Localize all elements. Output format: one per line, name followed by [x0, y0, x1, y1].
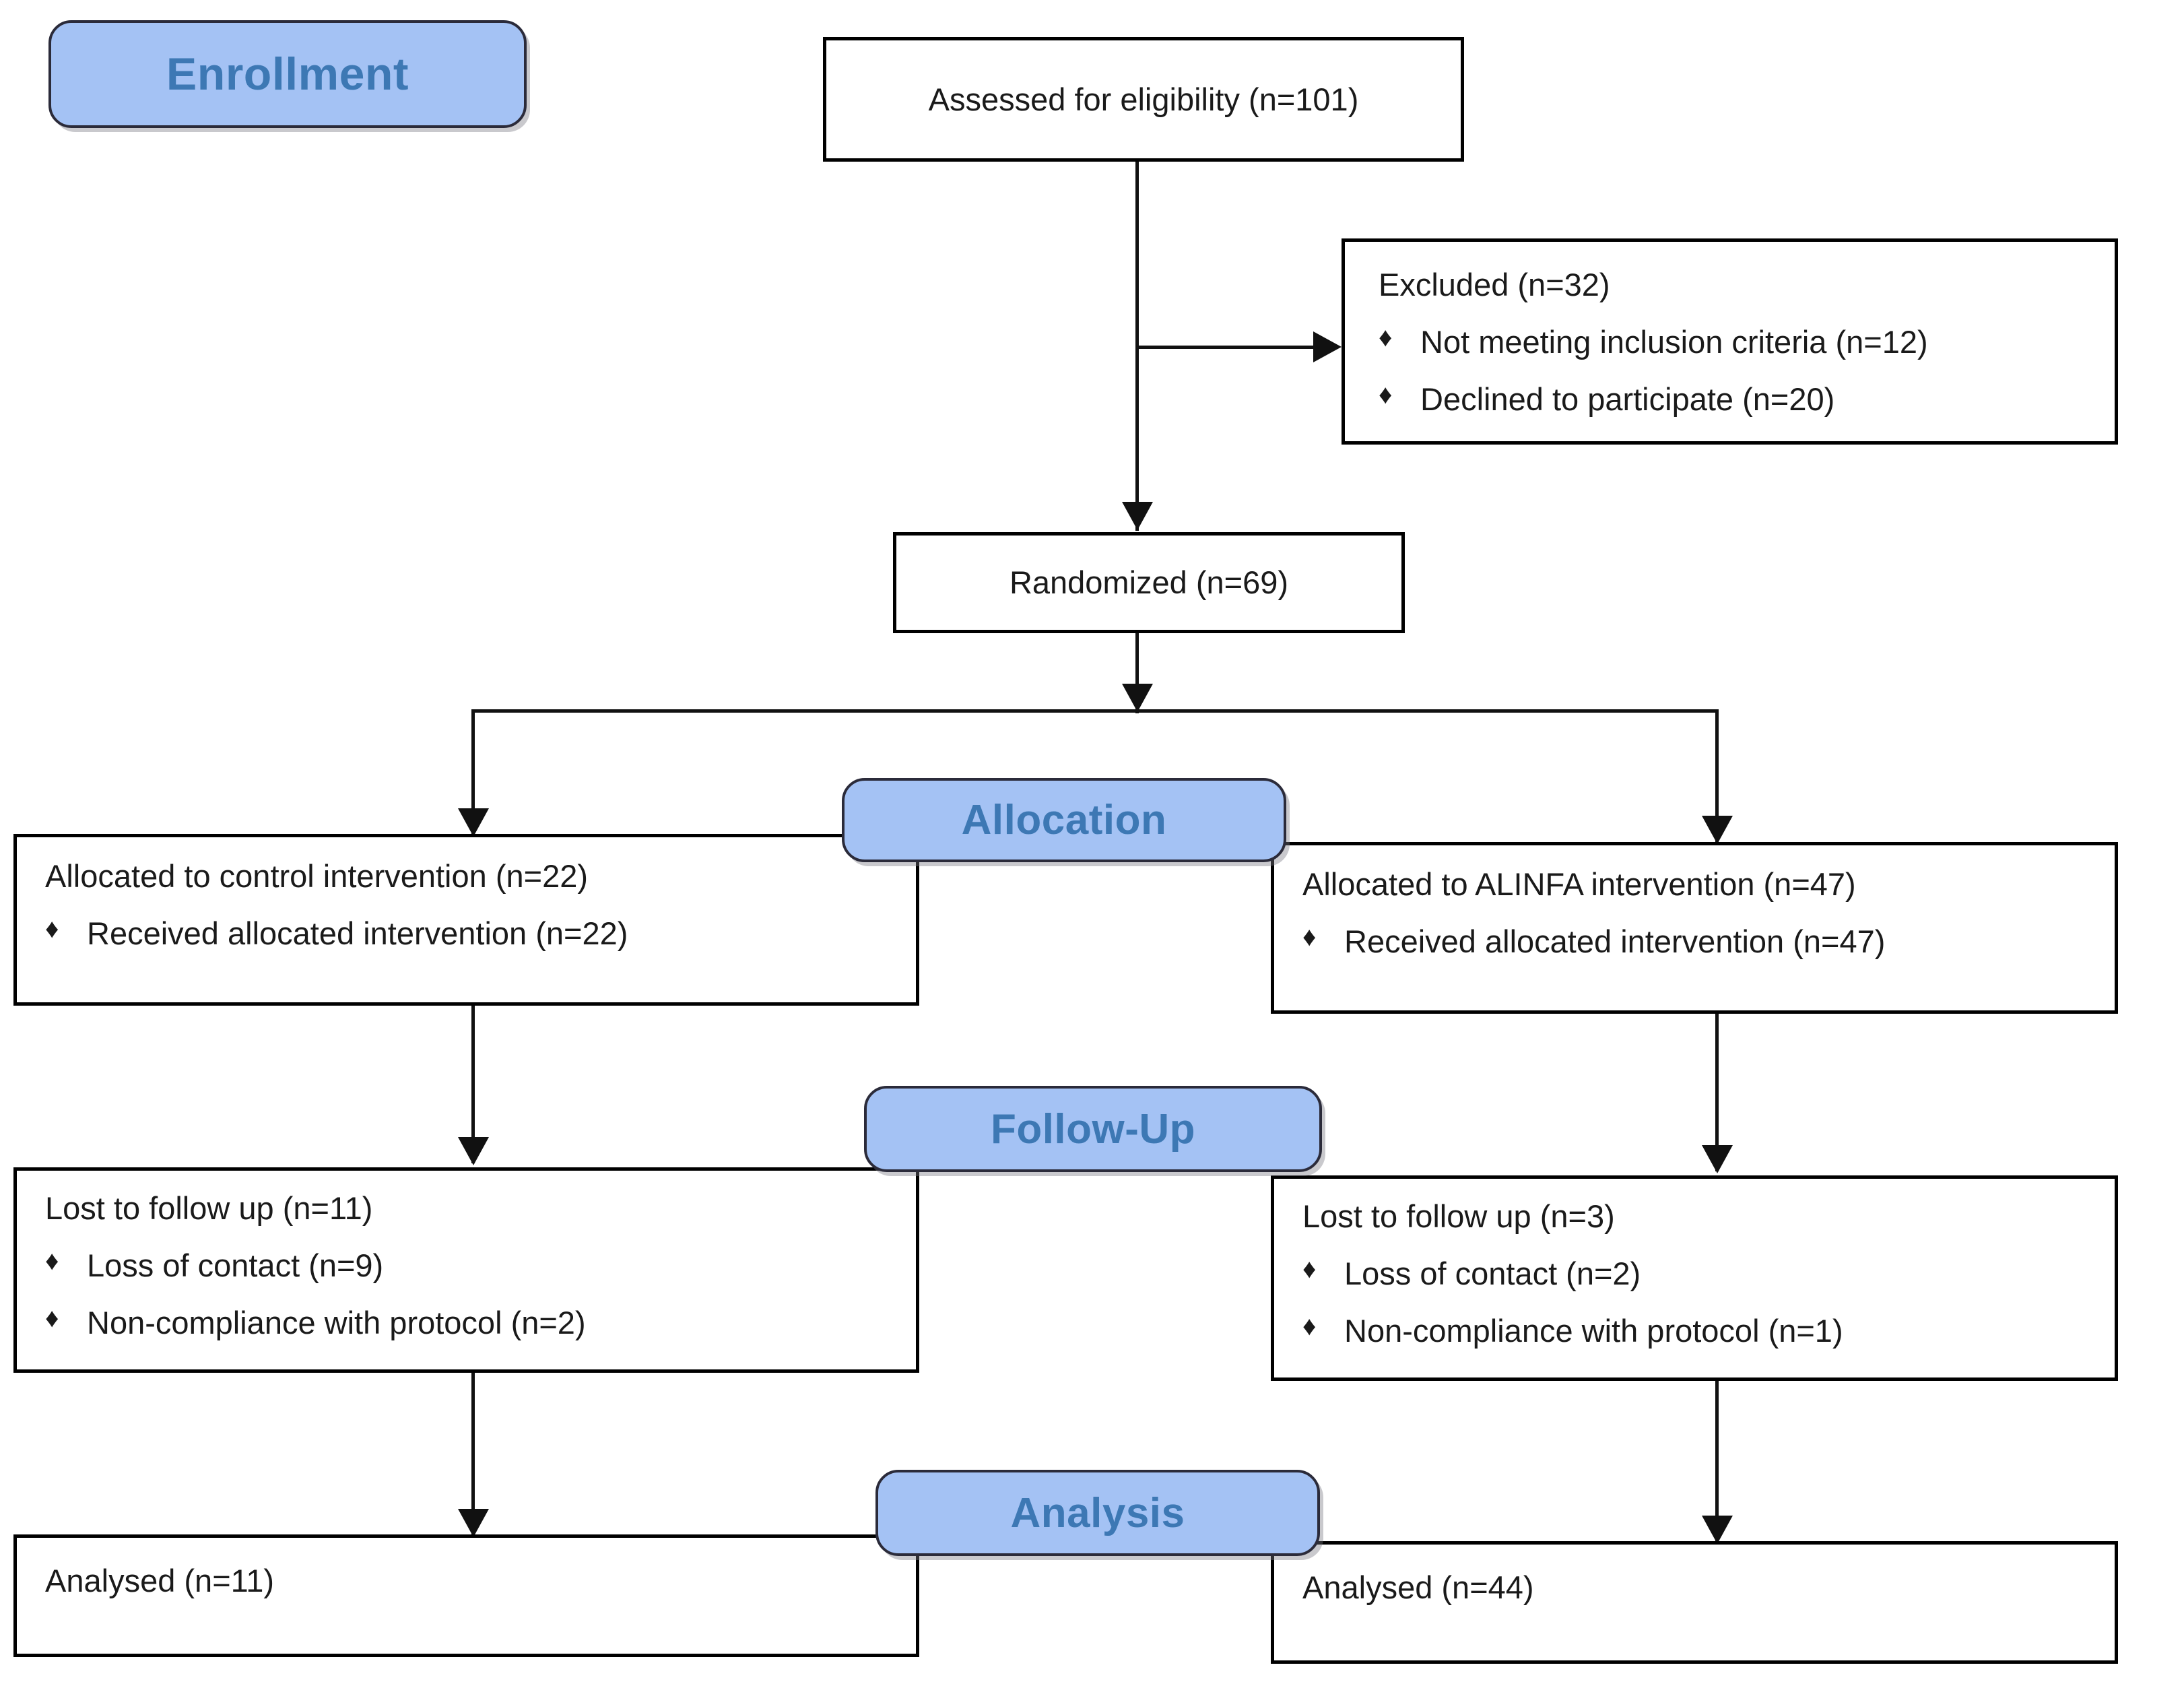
box-assessed-for-eligibility: Assessed for eligibility (n=101): [823, 37, 1464, 162]
allocated-control-item-0: ♦ Received allocated intervention (n=22): [45, 914, 905, 952]
lost-control-item-0: ♦ Loss of contact (n=9): [45, 1246, 905, 1284]
diamond-bullet-icon: ♦: [1379, 380, 1393, 410]
connector-control-allocation-to-followup: [471, 1005, 475, 1163]
diamond-bullet-icon: ♦: [45, 1303, 59, 1333]
arrowhead-control-followup-to-analysis: [458, 1509, 489, 1537]
arrowhead-split-left: [458, 808, 489, 837]
excluded-item-1-text: Declined to participate (n=20): [1420, 381, 1835, 417]
arrowhead-randomized-stem: [1122, 684, 1153, 712]
allocated-control-heading: Allocated to control intervention (n=22): [45, 858, 588, 894]
stage-label-followup: Follow-Up: [990, 1105, 1196, 1153]
connector-split-left: [471, 709, 475, 836]
diamond-bullet-icon: ♦: [1379, 323, 1393, 352]
arrowhead-split-right: [1702, 816, 1733, 844]
lost-alinfa-item-0: ♦ Loss of contact (n=2): [1302, 1254, 2104, 1292]
diamond-bullet-icon: ♦: [45, 914, 59, 944]
box-allocated-alinfa: Allocated to ALINFA intervention (n=47) …: [1271, 842, 2118, 1014]
box-allocated-control: Allocated to control intervention (n=22)…: [13, 834, 919, 1006]
arrowhead-alinfa-allocation-to-followup: [1702, 1145, 1733, 1173]
box-analysed-control: Analysed (n=11): [13, 1534, 919, 1657]
allocated-alinfa-item-0: ♦ Received allocated intervention (n=47): [1302, 922, 2104, 960]
connector-randomized-stem: [1135, 629, 1139, 713]
stage-pill-followup: Follow-Up: [864, 1086, 1322, 1172]
box-randomized: Randomized (n=69): [893, 532, 1405, 633]
stage-pill-allocation: Allocation: [842, 778, 1286, 862]
excluded-heading: Excluded (n=32): [1379, 267, 1610, 302]
stage-label-analysis: Analysis: [1010, 1489, 1185, 1536]
arrowhead-alinfa-followup-to-analysis: [1702, 1516, 1733, 1544]
box-analysed-alinfa: Analysed (n=44): [1271, 1541, 2118, 1664]
connector-split-bar: [471, 709, 1719, 713]
excluded-item-0-text: Not meeting inclusion criteria (n=12): [1420, 324, 1928, 360]
connector-split-right: [1715, 709, 1719, 844]
arrowhead-control-allocation-to-followup: [458, 1137, 489, 1165]
arrowhead-assessed-to-randomized: [1122, 502, 1153, 530]
connector-alinfa-allocation-to-followup: [1715, 1013, 1719, 1171]
stage-label-enrollment: Enrollment: [166, 48, 409, 100]
allocated-alinfa-item-0-text: Received allocated intervention (n=47): [1344, 923, 1886, 959]
lost-alinfa-heading: Lost to follow up (n=3): [1302, 1198, 1615, 1234]
assessed-text: Assessed for eligibility (n=101): [928, 81, 1359, 117]
lost-control-item-1-text: Non-compliance with protocol (n=2): [87, 1305, 586, 1340]
lost-control-item-1: ♦ Non-compliance with protocol (n=2): [45, 1303, 905, 1341]
allocated-alinfa-heading: Allocated to ALINFA intervention (n=47): [1302, 866, 1856, 902]
excluded-item-0: ♦ Not meeting inclusion criteria (n=12): [1379, 323, 2104, 360]
connector-alinfa-followup-to-analysis: [1715, 1379, 1719, 1544]
lost-alinfa-item-1: ♦ Non-compliance with protocol (n=1): [1302, 1311, 2104, 1349]
stage-label-allocation: Allocation: [961, 797, 1167, 843]
connector-control-followup-to-analysis: [471, 1371, 475, 1536]
excluded-item-1: ♦ Declined to participate (n=20): [1379, 380, 2104, 418]
diamond-bullet-icon: ♦: [1302, 1311, 1317, 1341]
diamond-bullet-icon: ♦: [45, 1246, 59, 1276]
arrowhead-assessed-to-excluded: [1313, 331, 1342, 362]
randomized-text: Randomized (n=69): [1009, 564, 1289, 601]
diamond-bullet-icon: ♦: [1302, 1254, 1317, 1284]
box-excluded: Excluded (n=32) ♦ Not meeting inclusion …: [1342, 238, 2118, 445]
lost-control-item-0-text: Loss of contact (n=9): [87, 1247, 384, 1283]
box-lost-followup-alinfa: Lost to follow up (n=3) ♦ Loss of contac…: [1271, 1175, 2118, 1381]
stage-pill-analysis: Analysis: [875, 1470, 1320, 1556]
connector-assessed-to-excluded: [1135, 346, 1331, 349]
allocated-control-item-0-text: Received allocated intervention (n=22): [87, 915, 628, 951]
stage-pill-enrollment: Enrollment: [48, 20, 527, 128]
analysed-alinfa-text: Analysed (n=44): [1302, 1569, 1534, 1605]
diamond-bullet-icon: ♦: [1302, 922, 1317, 952]
lost-alinfa-item-0-text: Loss of contact (n=2): [1344, 1256, 1641, 1291]
lost-control-heading: Lost to follow up (n=11): [45, 1190, 373, 1226]
analysed-control-text: Analysed (n=11): [45, 1563, 275, 1598]
box-lost-followup-control: Lost to follow up (n=11) ♦ Loss of conta…: [13, 1167, 919, 1373]
lost-alinfa-item-1-text: Non-compliance with protocol (n=1): [1344, 1313, 1843, 1349]
